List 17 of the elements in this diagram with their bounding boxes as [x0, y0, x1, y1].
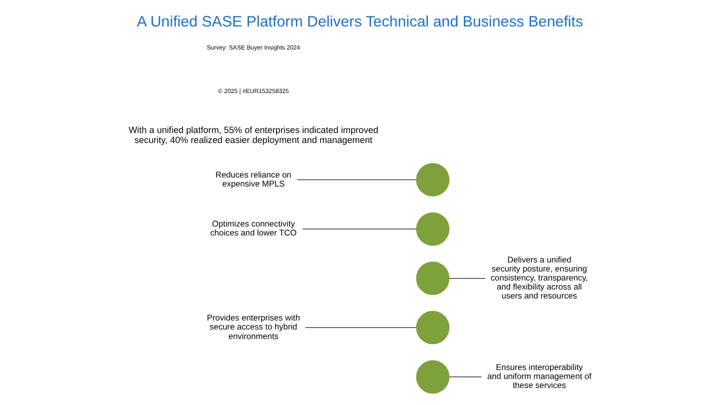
- node-circle: [416, 310, 450, 344]
- connector: [296, 179, 417, 180]
- node-text: Ensures interoperability and uniform management of these services: [487, 362, 592, 390]
- node-circle: [416, 360, 450, 394]
- diagram-title: A Unified SASE Platform Delivers Technical and Business Benefits: [136, 14, 584, 31]
- connector: [302, 228, 417, 230]
- node-text: Delivers a unified security posture, ensuring consistency, transparency, and flexibility across all users and resources: [490, 254, 588, 301]
- node-circle: [416, 163, 450, 196]
- node-text: Reduces reliance on expensive MPLS: [215, 169, 292, 188]
- connector: [305, 327, 417, 328]
- node-circle: [416, 212, 450, 246]
- connector: [448, 376, 482, 378]
- label: With a unified platform, 55% of enterprises indicated improved security, 40% realized easier deployment and management: [128, 125, 378, 146]
- node-text: Optimizes connectivity choices and lower TCO: [210, 218, 297, 238]
- node-text: Provides enterprises with secure access to hybrid environments: [206, 312, 300, 341]
- node-circle: [416, 262, 450, 296]
- connector: [448, 278, 486, 279]
